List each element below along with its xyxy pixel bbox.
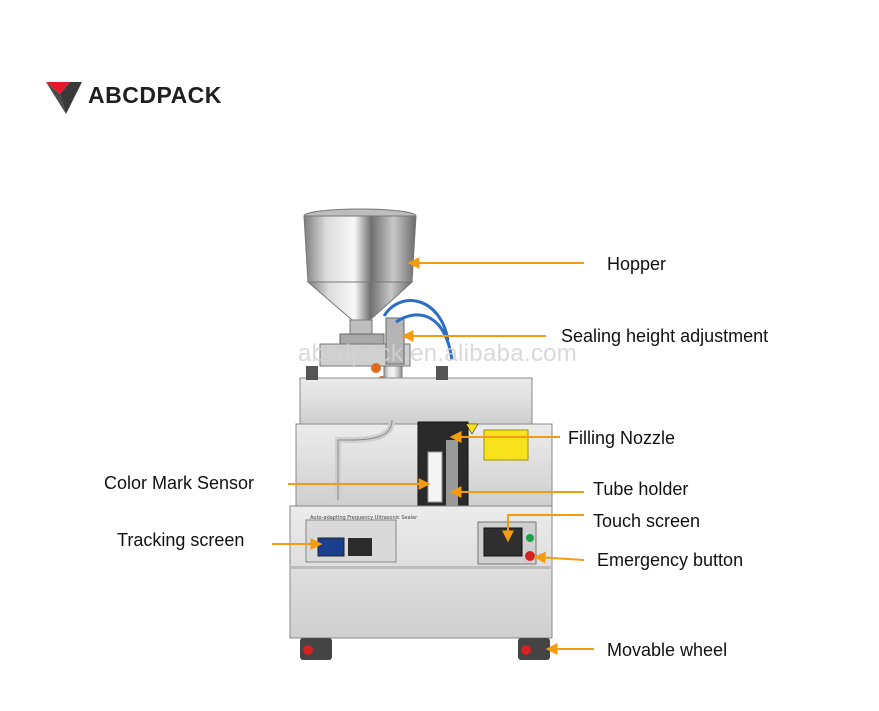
- wheels: [300, 638, 550, 660]
- brand-name: ABCDPACK: [88, 82, 222, 108]
- watermark-text: abcdpack.en.alibaba.com: [298, 340, 578, 367]
- logo-mark-icon: [46, 82, 82, 114]
- label-color-mark-sensor: Color Mark Sensor: [104, 473, 255, 493]
- label-tracking-screen: Tracking screen: [117, 530, 245, 550]
- label-emergency-button: Emergency button: [597, 550, 744, 570]
- label-hopper: Hopper: [607, 254, 667, 274]
- hopper: [303, 208, 417, 345]
- label-tube-holder: Tube holder: [593, 479, 689, 499]
- label-movable-wheel: Movable wheel: [607, 640, 728, 660]
- lower-body: [289, 505, 553, 639]
- label-filling-nozzle: Filling Nozzle: [568, 428, 676, 448]
- touch-screen-leader: [502, 514, 584, 543]
- brand-logo: ABCDPACK: [44, 76, 244, 120]
- panel-caption: Auto-adapting Frequency Ultrasonic Seale…: [310, 515, 418, 521]
- emergency-button-leader: [533, 551, 585, 564]
- label-touch-screen: Touch screen: [593, 511, 701, 531]
- label-sealing-height: Sealing height adjustment: [561, 326, 769, 346]
